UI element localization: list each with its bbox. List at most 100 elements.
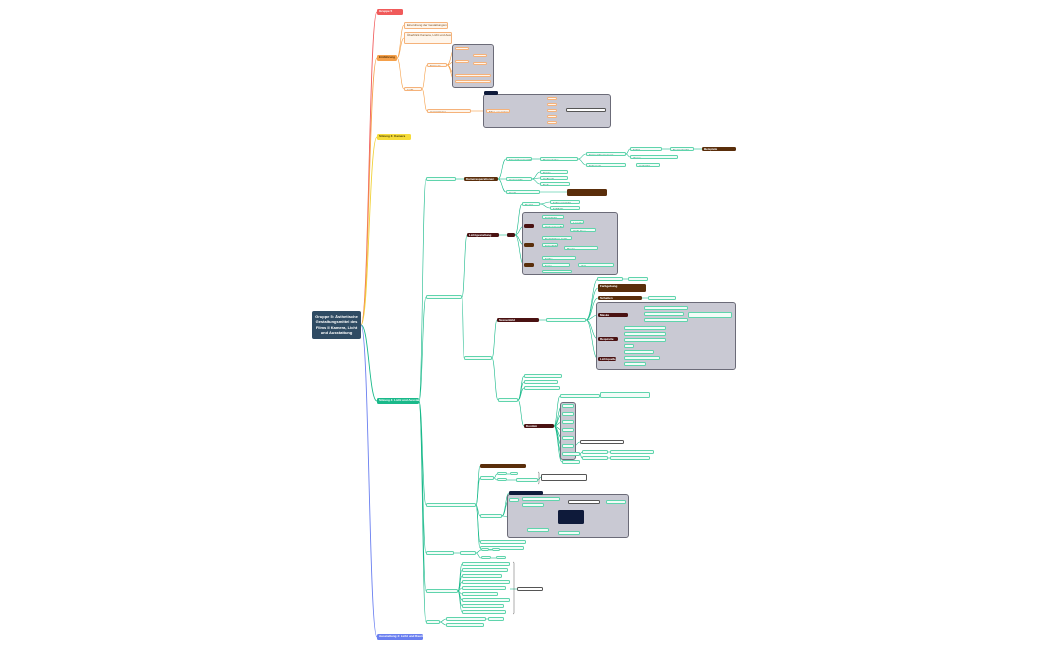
green-leaf[interactable] <box>498 398 518 402</box>
green-leaf[interactable]: Künstliches Licht <box>542 243 558 247</box>
green-leaf[interactable] <box>644 312 684 316</box>
label-lichtgestaltung[interactable]: Lichtgestaltung <box>467 233 499 237</box>
intro-leaf-1[interactable]: Einordnung der Gestaltungsmittel im Film <box>404 22 448 29</box>
intro-leaf-3[interactable]: Kamera <box>427 63 447 67</box>
green-leaf[interactable]: Spitzlicht <box>542 215 564 219</box>
note-box[interactable] <box>541 474 587 481</box>
note-box[interactable] <box>517 587 543 591</box>
green-leaf[interactable]: Aufsicht <box>636 163 660 167</box>
label-maske[interactable]: Maske <box>598 313 628 317</box>
green-leaf[interactable] <box>480 476 494 480</box>
intro-leaf-4[interactable]: Licht <box>404 87 422 91</box>
green-leaf[interactable]: Farbe <box>542 256 576 260</box>
green-leaf[interactable]: Kamerabewegung <box>586 152 626 156</box>
green-leaf[interactable]: Schwenk <box>586 163 626 167</box>
green-leaf[interactable] <box>464 356 492 360</box>
licht-sub-5[interactable] <box>426 589 458 593</box>
label-ausstattung-sub[interactable] <box>509 491 543 495</box>
green-leaf[interactable] <box>480 546 524 550</box>
green-leaf[interactable]: Raum <box>564 246 598 250</box>
green-leaf[interactable]: Perspektive <box>540 157 578 161</box>
green-leaf[interactable] <box>562 404 574 408</box>
green-leaf[interactable] <box>562 412 574 416</box>
green-leaf[interactable] <box>446 617 486 621</box>
green-leaf[interactable] <box>582 456 608 460</box>
licht-sub-4[interactable] <box>426 551 454 555</box>
label-ausstattung-box[interactable] <box>558 510 584 524</box>
green-leaf[interactable] <box>522 497 560 501</box>
green-leaf[interactable] <box>462 586 506 590</box>
green-leaf[interactable]: Führungslicht <box>550 200 580 204</box>
green-leaf[interactable] <box>606 500 626 504</box>
intro-panel-item[interactable] <box>547 121 557 124</box>
note-box[interactable] <box>568 500 600 504</box>
intro-note[interactable] <box>566 108 606 112</box>
green-leaf[interactable] <box>497 478 507 481</box>
green-leaf[interactable] <box>562 436 574 440</box>
branch-sitzung-kamera[interactable]: Sitzung 3: Kamera <box>377 134 411 140</box>
intro-panel-item[interactable] <box>547 115 557 118</box>
intro-panel-item[interactable] <box>455 47 469 50</box>
green-leaf[interactable] <box>562 444 574 448</box>
green-leaf[interactable] <box>496 556 506 559</box>
label-kameraoperationen[interactable]: Kameraoperationen <box>464 177 498 181</box>
label-lichtquellen[interactable]: Lichtquellen <box>598 357 616 361</box>
green-leaf[interactable] <box>624 332 666 336</box>
green-leaf[interactable] <box>524 386 560 390</box>
green-leaf[interactable] <box>558 531 580 535</box>
label-kostuem[interactable]: Kostüm <box>524 424 554 428</box>
green-leaf[interactable]: Untersicht <box>506 177 532 181</box>
green-leaf[interactable] <box>516 478 538 482</box>
green-leaf[interactable] <box>560 394 600 398</box>
intro-panel-item[interactable] <box>473 62 487 65</box>
branch-einfuehrung[interactable]: Einführung <box>377 55 397 61</box>
green-leaf[interactable] <box>488 617 504 621</box>
green-leaf[interactable] <box>562 420 574 424</box>
green-leaf[interactable] <box>546 318 586 322</box>
green-leaf[interactable] <box>527 528 549 532</box>
green-leaf[interactable] <box>510 472 518 475</box>
green-leaf[interactable]: Zoom <box>630 155 678 159</box>
green-leaf[interactable]: Low-Key <box>570 220 584 224</box>
label-szenenbild[interactable]: Szenenbild <box>497 318 539 322</box>
root-node[interactable]: Gruppe 5: Ästhetische Gestaltungsmittel … <box>312 311 361 339</box>
green-leaf[interactable] <box>688 312 732 318</box>
green-leaf[interactable] <box>624 362 646 366</box>
green-leaf[interactable] <box>462 604 504 608</box>
intro-navy-tag[interactable] <box>484 91 498 95</box>
green-leaf[interactable] <box>648 296 676 300</box>
green-leaf[interactable] <box>624 356 660 360</box>
green-leaf[interactable] <box>509 498 519 502</box>
label-farbgebung[interactable]: Farbgebung <box>598 284 646 292</box>
green-leaf[interactable]: Totale <box>540 170 568 174</box>
green-leaf[interactable] <box>600 392 650 398</box>
green-leaf[interactable] <box>462 598 510 602</box>
licht-sub-6[interactable] <box>426 620 440 624</box>
green-leaf[interactable]: Fülllicht <box>550 206 580 210</box>
green-leaf[interactable] <box>481 548 489 551</box>
camera-panel-tag[interactable] <box>524 224 534 228</box>
green-leaf[interactable] <box>524 380 558 384</box>
green-leaf[interactable] <box>624 338 666 342</box>
intro-panel-item[interactable] <box>455 60 469 63</box>
intro-leaf-6[interactable]: Mise-en-scène <box>486 109 510 113</box>
intro-leaf-5[interactable]: Ausstattung <box>427 109 471 113</box>
green-leaf[interactable]: Fahrt <box>630 147 662 151</box>
green-leaf[interactable]: Halbnah <box>540 176 568 180</box>
green-leaf[interactable] <box>562 452 580 456</box>
green-leaf[interactable] <box>610 456 650 460</box>
green-leaf[interactable]: Hintergrundlicht <box>542 224 564 228</box>
green-leaf[interactable] <box>480 540 526 544</box>
green-leaf[interactable] <box>446 623 484 627</box>
green-leaf[interactable] <box>462 610 506 614</box>
label-requisite[interactable]: Requisite <box>598 337 618 341</box>
green-leaf[interactable] <box>462 592 498 596</box>
green-leaf[interactable]: Normalsicht <box>670 147 694 151</box>
green-leaf[interactable] <box>492 548 500 551</box>
intro-panel-item[interactable] <box>547 103 557 106</box>
green-leaf[interactable] <box>480 514 502 518</box>
green-leaf[interactable] <box>644 306 688 310</box>
green-leaf[interactable] <box>624 344 634 348</box>
branch-gruppe[interactable]: Gruppe 5 <box>377 9 403 15</box>
branch-sitzung-licht[interactable]: Sitzung 4: Licht und Ausstattung <box>377 398 419 404</box>
